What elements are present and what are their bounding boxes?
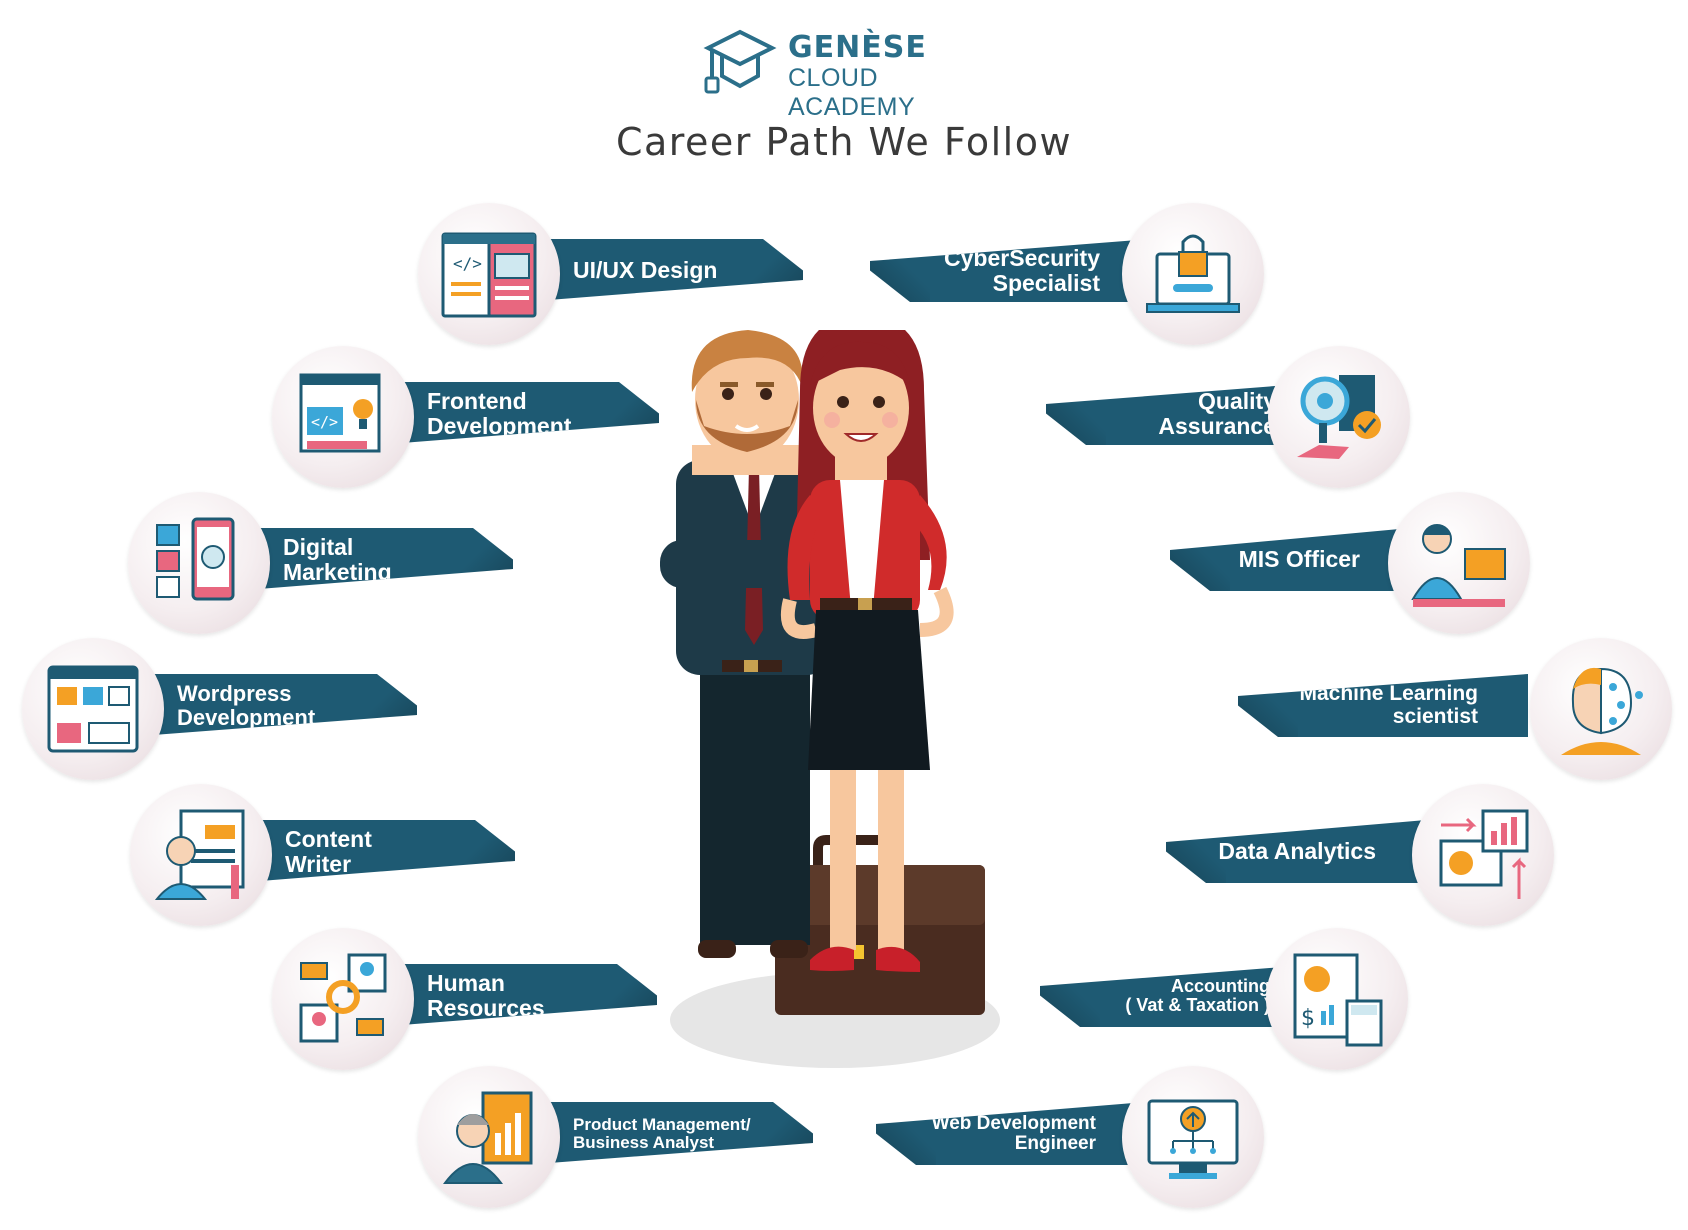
- career-label-line-2: Writer: [285, 850, 352, 877]
- graduation-cap-icon: [703, 29, 777, 94]
- career-icon-bubble: [1122, 1066, 1264, 1208]
- svg-text:</>: </>: [311, 413, 338, 431]
- career-icon-bubble: </>: [272, 346, 414, 488]
- career-label-line-1: Human: [427, 970, 505, 997]
- career-label-line-1: Wordpress: [177, 681, 292, 707]
- career-label-ribbon: Digital Marketing: [233, 528, 513, 591]
- career-label: MIS Officer: [1238, 546, 1360, 573]
- career-label-line-2: scientist: [1392, 704, 1478, 728]
- career-icon-bubble: [1388, 492, 1530, 634]
- frontend-development-icon: </>: [299, 373, 381, 453]
- career-label-line-1: Accounting: [1171, 975, 1270, 996]
- career-label-line-2: Specialist: [992, 269, 1100, 296]
- page-title: Career Path We Follow: [615, 120, 1073, 164]
- career-label-line-2: Engineer: [1014, 1132, 1096, 1154]
- accounting-icon: $: [1293, 953, 1383, 1047]
- career-label-ribbon: Product Management/ Business Analyst: [523, 1102, 813, 1165]
- career-label-line-1: Content: [285, 826, 372, 853]
- web-development-icon: [1147, 1099, 1239, 1179]
- man-figure: [660, 330, 840, 958]
- human-resources-icon: [299, 953, 387, 1043]
- career-label-ribbon: MIS Officer: [1170, 528, 1410, 591]
- career-icon-bubble: </>: [418, 203, 560, 345]
- career-label-line-2: Development: [427, 412, 572, 439]
- career-icon-bubble: [128, 492, 270, 634]
- career-label-ribbon: CyberSecurity Specialist: [870, 239, 1150, 302]
- career-label-line-2: Marketing: [283, 558, 392, 585]
- product-management-icon: [443, 1091, 533, 1184]
- career-label-ribbon: Content Writer: [235, 820, 515, 883]
- career-label-ribbon: Machine Learning scientist: [1238, 674, 1528, 737]
- business-people-illustration: [660, 330, 1000, 1068]
- career-icon-bubble: [130, 784, 272, 926]
- career-label-line-1: CyberSecurity: [944, 245, 1100, 272]
- uiux-design-icon: </>: [441, 232, 537, 318]
- career-icon-bubble: [1268, 346, 1410, 488]
- wordpress-icon: [47, 665, 139, 753]
- career-label-line-1: Web Development: [931, 1112, 1096, 1134]
- career-label-line-2: Development: [177, 704, 316, 730]
- career-icon-bubble: $: [1266, 928, 1408, 1070]
- mis-officer-icon: [1411, 524, 1506, 607]
- svg-text:$: $: [1301, 1006, 1315, 1031]
- career-label: Data Analytics: [1218, 838, 1376, 865]
- career-label-line-2: Assurance: [1158, 412, 1276, 439]
- cybersecurity-icon: [1146, 234, 1240, 313]
- career-label: UI/UX Design: [573, 257, 718, 284]
- career-icon-bubble: [1530, 638, 1672, 780]
- career-label-line-2: ( Vat & Taxation ): [1125, 994, 1270, 1015]
- content-writer-icon: [154, 809, 245, 900]
- svg-text:</>: </>: [453, 254, 482, 273]
- career-label-line-1: Quality: [1198, 388, 1276, 415]
- woman-figure: [780, 330, 954, 972]
- brand-name: GENÈSE: [788, 30, 927, 65]
- career-icon-bubble: [272, 928, 414, 1070]
- career-icon-bubble: [22, 638, 164, 780]
- quality-assurance-icon: [1297, 375, 1381, 459]
- career-label-ribbon: Frontend Development: [377, 382, 659, 445]
- digital-marketing-icon: [156, 517, 235, 601]
- career-label-ribbon: Data Analytics: [1166, 820, 1426, 883]
- machine-learning-icon: [1561, 667, 1643, 755]
- logo: GENÈSE CLOUD ACADEMY: [700, 26, 1010, 121]
- career-label-ribbon: Wordpress Development: [127, 674, 417, 737]
- career-label-line-1: Digital: [283, 534, 354, 561]
- career-label-ribbon: Human Resources: [377, 964, 657, 1027]
- career-icon-bubble: [1412, 784, 1554, 926]
- career-icon-bubble: [1122, 203, 1264, 345]
- brand-subtitle: CLOUD ACADEMY: [788, 64, 916, 121]
- career-label-line-2: Resources: [427, 994, 545, 1021]
- career-label-ribbon: Web Development Engineer: [876, 1102, 1146, 1165]
- career-label-line-1: Frontend: [427, 388, 527, 415]
- career-label-line-2: Business Analyst: [573, 1132, 715, 1152]
- career-icon-bubble: [418, 1066, 560, 1208]
- career-label-ribbon: UI/UX Design: [523, 239, 803, 302]
- career-label-line-1: Machine Learning: [1299, 682, 1478, 706]
- career-label-line-1: Product Management/: [573, 1114, 751, 1134]
- data-analytics-icon: [1439, 809, 1529, 899]
